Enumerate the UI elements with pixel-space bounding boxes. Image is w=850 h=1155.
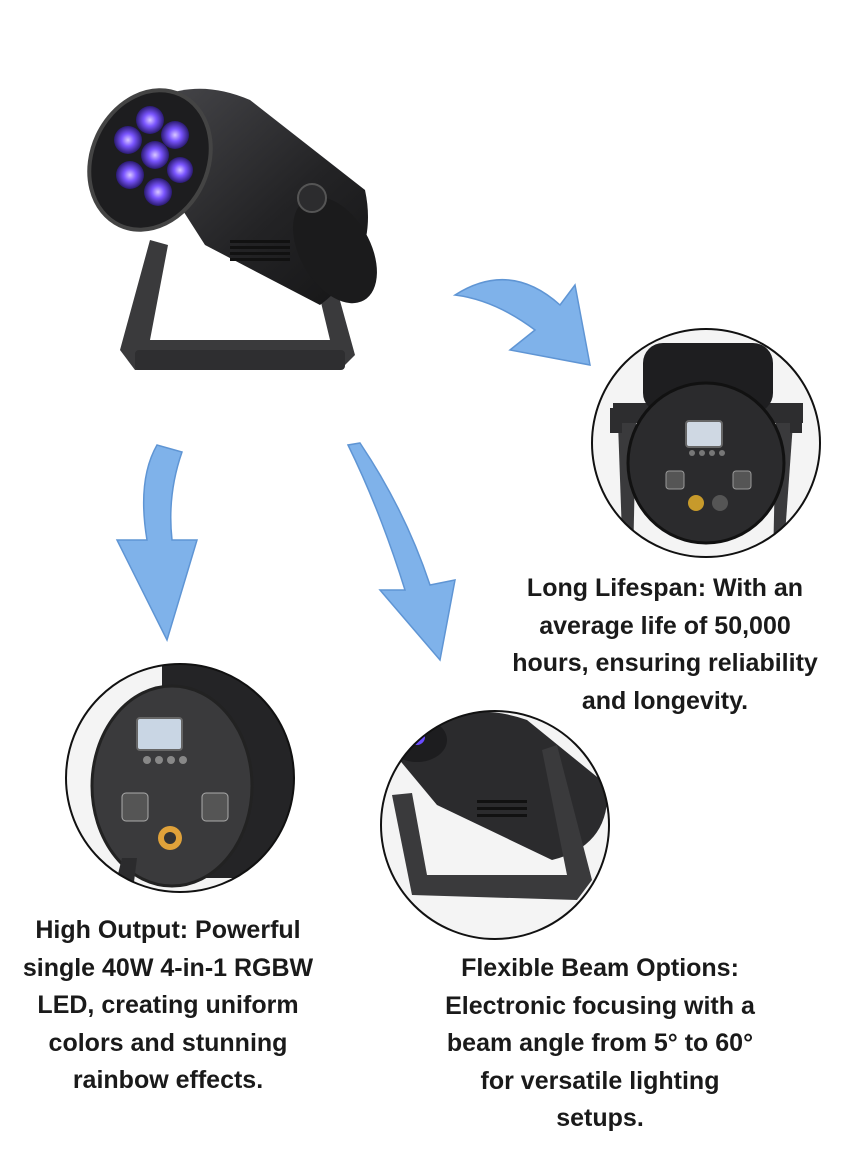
lifespan-caption-line: and longevity. — [581, 686, 749, 715]
lifespan-caption-line: hours, ensuring reliability — [512, 649, 818, 677]
output-caption-line: colors and stunning — [48, 1028, 288, 1057]
beam-detail-image — [380, 710, 610, 940]
beam-caption: Flexible Beam Options: Electronic focusi… — [410, 950, 790, 1138]
arrow-to-beam-icon — [346, 442, 456, 662]
output-caption-line: single 40W 4-in-1 RGBW — [22, 953, 314, 982]
beam-caption-line: Flexible Beam Options: — [461, 954, 739, 982]
beam-caption-line: setups. — [556, 1104, 644, 1132]
lifespan-caption-line: Long Lifespan: With an — [526, 574, 804, 602]
output-caption-line: High Output: Powerful — [35, 916, 301, 944]
arrow-to-lifespan-icon — [452, 278, 591, 366]
output-caption-line: LED, creating uniform — [37, 991, 299, 1019]
beam-caption-line: beam angle from 5° to 60° — [446, 1029, 754, 1057]
lifespan-detail-image — [591, 328, 821, 558]
main-light-fixture-image — [87, 88, 377, 370]
lifespan-caption: Long Lifespan: With an average life of 5… — [480, 570, 850, 720]
lifespan-caption-line: average life of 50,000 — [539, 611, 791, 640]
beam-caption-line: Electronic focusing with a — [445, 991, 755, 1020]
output-caption-line: rainbow effects. — [72, 1066, 264, 1094]
output-detail-image — [65, 663, 295, 893]
beam-caption-line: for versatile lighting — [480, 1066, 720, 1095]
output-caption: High Output: Powerful single 40W 4-in-1 … — [0, 912, 336, 1100]
arrow-to-output-icon — [115, 444, 199, 643]
